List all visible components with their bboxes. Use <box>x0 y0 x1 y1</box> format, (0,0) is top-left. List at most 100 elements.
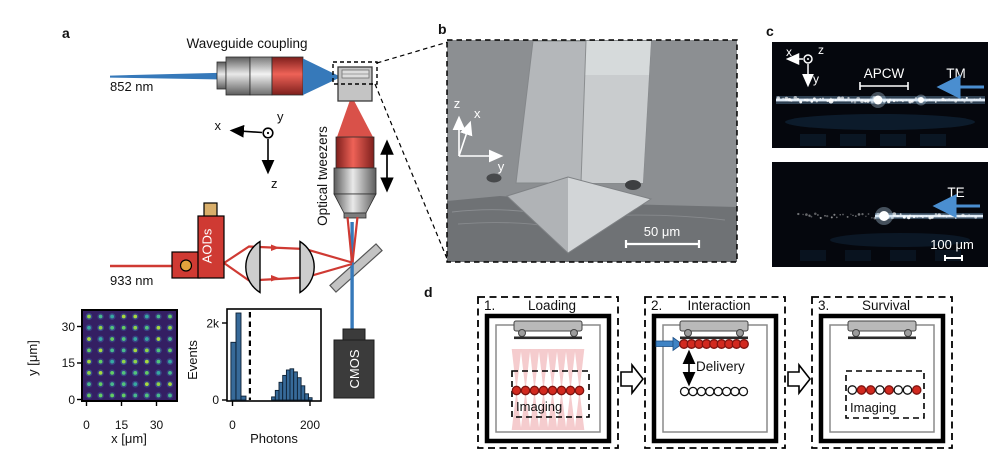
tweezer-beam-bottom <box>547 390 558 430</box>
cmos-label: CMOS <box>347 349 362 388</box>
scatter-speckle <box>821 97 825 100</box>
scatter-speckle <box>934 101 937 103</box>
panel-b-label: b <box>438 21 447 37</box>
tweezer-spot <box>156 348 161 353</box>
atom-empty <box>713 386 723 397</box>
scatter-speckle <box>844 99 847 102</box>
scatter-speckle <box>866 99 870 103</box>
tweezer-spot <box>133 348 138 353</box>
scalebar-100um-bar <box>944 255 963 261</box>
tweezer-spot <box>98 325 103 330</box>
scatter-speckle <box>819 216 822 219</box>
scatter-speckle <box>797 212 800 216</box>
scatter-speckle <box>928 98 931 101</box>
scatter-speckle <box>942 214 945 218</box>
waveguide-coupling-label: Waveguide coupling <box>186 36 307 51</box>
panel-d-label: d <box>424 284 433 300</box>
tweezer-spot <box>121 348 126 353</box>
panel-a: a Waveguide coupling 852 nm x <box>25 25 449 446</box>
panel-d: d 1. Loading Imaging 2. Interaction <box>424 284 953 449</box>
scatter-speckle <box>899 213 902 215</box>
hist-xtick-200: 200 <box>300 418 320 432</box>
tweezer-spot <box>87 314 91 319</box>
atom-filled <box>739 339 749 349</box>
tweezer-spot <box>133 393 138 398</box>
scatter-speckle <box>810 100 814 103</box>
scatter-speckle <box>957 98 960 101</box>
delivery-label: Delivery <box>696 359 745 374</box>
scatter-speckle <box>852 214 854 217</box>
scatter-speckle <box>925 215 928 217</box>
atom-empty <box>893 385 904 395</box>
zoom-connector-bottom <box>374 83 449 262</box>
axis-c-z-label: z <box>818 43 824 57</box>
tweezer-beam-top <box>511 349 522 391</box>
scatter-speckle <box>840 96 845 100</box>
scatter-speckle <box>973 98 976 101</box>
wavelength-852-label: 852 nm <box>110 79 153 94</box>
atom-row-delivered <box>679 339 749 349</box>
tweezer-spot <box>110 382 115 387</box>
hist-bar <box>235 312 242 401</box>
scatter-speckle <box>912 215 916 219</box>
scatter-speckle <box>892 212 897 216</box>
axis-b-x-label: x <box>474 106 481 121</box>
scatter-speckle <box>860 99 864 103</box>
tweezer-xtick-0: 0 <box>83 418 90 432</box>
tweezer-beam-top <box>538 349 549 391</box>
scatter-speckle <box>892 99 896 103</box>
scatter-speckle <box>793 96 798 100</box>
scatter-speckle <box>931 216 934 219</box>
scatter-speckle <box>784 96 789 101</box>
tweezer-beam-bottom <box>574 390 585 430</box>
scatter-speckle <box>938 99 940 102</box>
atom-filled <box>565 385 576 396</box>
hist-ytick-2k: 2k <box>206 317 220 331</box>
tweezer-spot <box>144 359 149 364</box>
relay-lens-2 <box>299 240 315 294</box>
tweezer-spot <box>110 393 115 398</box>
tweezer-spot <box>87 382 91 387</box>
scatter-speckle <box>812 97 816 101</box>
scatter-speckle <box>925 100 928 102</box>
sem-dark-spot-left <box>486 173 502 183</box>
scatter-speckle <box>782 97 784 100</box>
tweezer-array-image: 0 15 30 0 15 30 x [μm] y [μm] <box>25 309 178 446</box>
panel-a-label: a <box>62 25 70 41</box>
tweezer-spot <box>98 314 103 319</box>
hist-bar <box>271 396 276 401</box>
axis-frame-b <box>452 115 504 163</box>
scatter-speckle <box>830 97 832 99</box>
scatter-speckle <box>974 216 978 219</box>
scatter-speckle <box>901 100 904 103</box>
tweezer-spot <box>168 359 172 364</box>
hist-xtick-0: 0 <box>229 418 236 432</box>
atom-filled <box>547 385 558 396</box>
atom-empty <box>705 386 715 397</box>
scatter-speckle <box>920 215 922 218</box>
axis-b-z-label: z <box>454 96 461 111</box>
tweezer-spot <box>121 393 126 398</box>
tweezer-spot <box>98 382 103 387</box>
tweezer-beam-cone <box>337 101 373 137</box>
hist-ylabel: Events <box>185 340 200 380</box>
aod-module <box>171 202 225 279</box>
tweezer-spot <box>156 393 161 398</box>
tweezer-beam-bottom <box>511 390 522 430</box>
panel-c: c x z y APCW <box>766 23 988 267</box>
imaging-box-1 <box>511 370 590 418</box>
tweezer-spot <box>110 314 115 319</box>
relay-lens-1 <box>245 240 261 294</box>
scatter-speckle <box>965 96 968 99</box>
scatter-speckle <box>900 99 902 102</box>
tweezer-beam-top <box>520 349 531 391</box>
step-2-num: 2. <box>651 298 662 313</box>
scatter-speckle <box>837 96 841 101</box>
scatter-speckle <box>805 213 808 216</box>
atom-empty <box>696 386 707 397</box>
atom-row-survival <box>847 385 922 395</box>
scalebar-100um-label: 100 μm <box>930 237 974 252</box>
tweezer-spot <box>121 337 126 341</box>
tweezer-spot <box>121 325 126 330</box>
